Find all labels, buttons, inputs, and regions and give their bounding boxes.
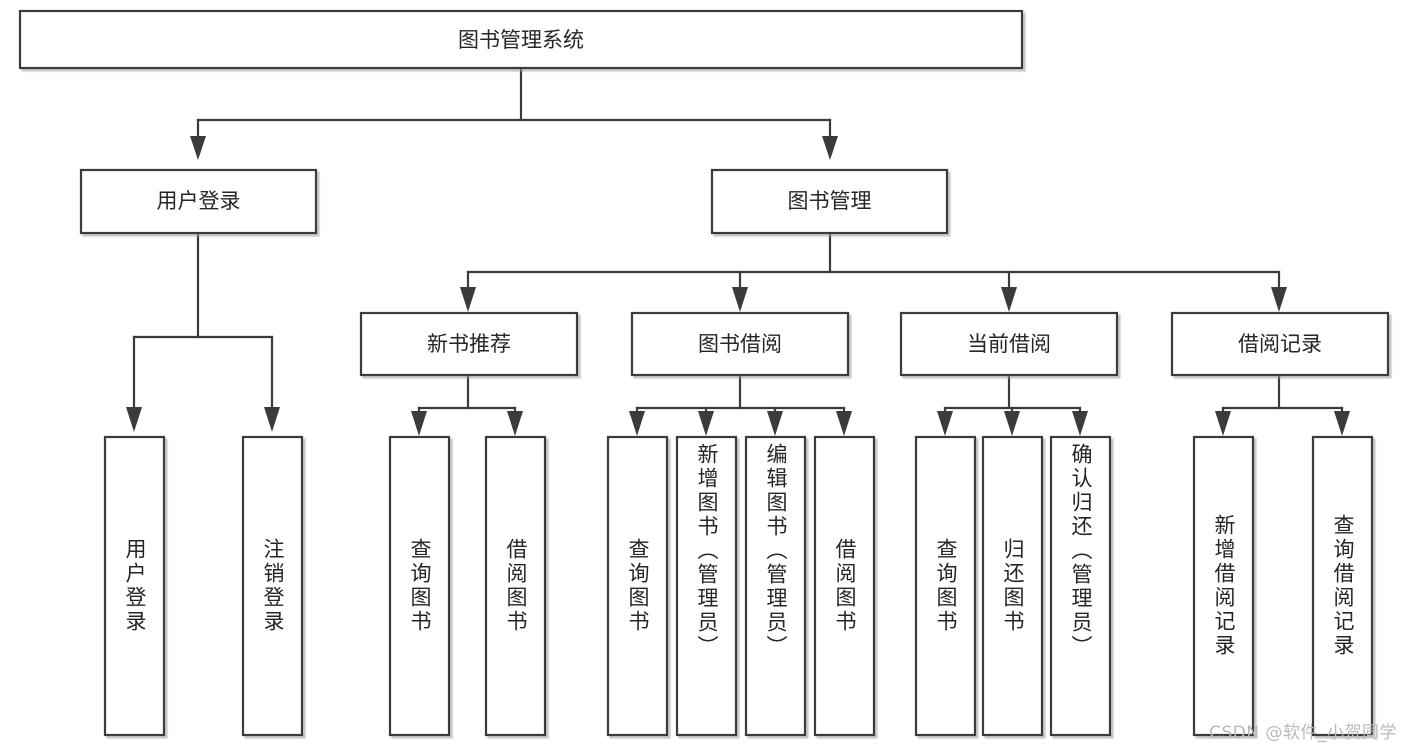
- leaf-borrow-book-2-label: 借阅图书: [833, 538, 857, 634]
- arrowhead-leaf-user-login: [126, 407, 142, 432]
- leaf-borrow-book-2-rect[interactable]: [813, 435, 876, 737]
- arrowhead-leaf-add-book-admin: [698, 411, 714, 436]
- leaf-user-login-rect[interactable]: [103, 435, 166, 737]
- leaf-add-borrow-record-label-wrap: 新增借阅记录: [1194, 437, 1253, 735]
- leaf-query-book-1-rect[interactable]: [388, 435, 451, 737]
- node-borrow-record-label: 借阅记录: [1238, 332, 1322, 356]
- arrowhead-leaf-return-book: [1004, 411, 1020, 436]
- arrowhead-leaf-edit-book-admin: [767, 411, 783, 436]
- node-user-login[interactable]: 用户登录: [79, 168, 318, 235]
- node-book-borrow-rect[interactable]: [630, 311, 850, 377]
- leaf-return-book-rect[interactable]: [981, 435, 1044, 737]
- leaf-confirm-return-admin-label: 确认归还（管理员）: [1069, 443, 1093, 659]
- node-book-manage-label: 图书管理: [788, 189, 872, 213]
- leaf-borrow-book-2-label-wrap: 借阅图书: [815, 437, 874, 735]
- leaf-query-borrow-record-label: 查询借阅记录: [1331, 514, 1355, 658]
- node-book-borrow[interactable]: 图书借阅: [630, 311, 850, 377]
- leaf-return-book-label: 归还图书: [1001, 538, 1025, 634]
- node-book-manage[interactable]: 图书管理: [710, 168, 949, 235]
- arrowhead-leaf-query-book-3: [937, 411, 953, 436]
- leaf-add-book-admin-label: 新增图书（管理员）: [695, 443, 719, 659]
- arrowhead-borrow-record: [1271, 287, 1287, 312]
- arrowhead-new-book-recommend: [460, 287, 476, 312]
- connector-layer: [126, 66, 1350, 436]
- arrowhead-book-manage: [822, 136, 838, 160]
- arrowhead-current-borrow: [1001, 287, 1017, 312]
- node-new-book-recommend[interactable]: 新书推荐: [359, 311, 579, 377]
- node-new-book-recommend-rect[interactable]: [359, 311, 579, 377]
- leaf-borrow-book-1-rect[interactable]: [484, 435, 547, 737]
- leaf-query-borrow-record-rect[interactable]: [1311, 435, 1374, 737]
- arrowhead-leaf-borrow-book-2: [836, 411, 852, 436]
- node-user-login-label: 用户登录: [157, 189, 241, 213]
- leaf-return-book-label-wrap: 归还图书: [983, 437, 1042, 735]
- leaf-query-book-3-rect[interactable]: [914, 435, 977, 737]
- node-root[interactable]: 图书管理系统: [18, 9, 1024, 70]
- leaf-query-book-3-label: 查询图书: [934, 538, 958, 634]
- leaf-edit-book-admin-label: 编辑图书（管理员）: [764, 443, 788, 659]
- leaf-query-book-3-label-wrap: 查询图书: [916, 437, 975, 735]
- node-current-borrow[interactable]: 当前借阅: [899, 311, 1119, 377]
- arrowhead-leaf-query-book-1: [411, 411, 427, 436]
- node-root-rect[interactable]: [18, 9, 1024, 70]
- arrowhead-leaf-query-borrow-record: [1334, 411, 1350, 436]
- leaf-add-borrow-record-label: 新增借阅记录: [1212, 514, 1236, 658]
- leaf-query-borrow-record-label-wrap: 查询借阅记录: [1313, 437, 1372, 735]
- leaf-user-login-label-wrap: 用户登录: [105, 437, 164, 735]
- node-book-borrow-label: 图书借阅: [698, 332, 782, 356]
- leaf-user-login-label: 用户登录: [123, 538, 147, 634]
- leaf-query-book-1-label: 查询图书: [408, 538, 432, 634]
- leaf-query-book-2-rect[interactable]: [606, 435, 669, 737]
- arrowhead-book-borrow: [732, 287, 748, 312]
- node-user-login-rect[interactable]: [79, 168, 318, 235]
- arrowhead-user-login: [190, 136, 206, 160]
- arrowhead-leaf-logout-login: [264, 407, 280, 432]
- node-root-label: 图书管理系统: [458, 28, 584, 52]
- leaf-borrow-book-1-label-wrap: 借阅图书: [486, 437, 545, 735]
- node-borrow-record[interactable]: 借阅记录: [1170, 311, 1390, 377]
- leaf-logout-login-label-wrap: 注销登录: [243, 437, 302, 735]
- node-current-borrow-label: 当前借阅: [967, 332, 1051, 356]
- leaf-confirm-return-admin-label-wrap: 确认归还（管理员）: [1051, 443, 1110, 735]
- leaf-query-book-2-label-wrap: 查询图书: [608, 437, 667, 735]
- node-book-manage-rect[interactable]: [710, 168, 949, 235]
- arrowhead-leaf-confirm-return-admin: [1072, 411, 1088, 436]
- node-borrow-record-rect[interactable]: [1170, 311, 1390, 377]
- arrowhead-leaf-borrow-book-1: [507, 411, 523, 436]
- leaf-edit-book-admin-rect[interactable]: [744, 435, 807, 737]
- node-new-book-recommend-label: 新书推荐: [427, 332, 511, 356]
- arrowhead-leaf-add-borrow-record: [1215, 411, 1231, 436]
- leaf-boxes-layer: [103, 435, 1374, 737]
- leaf-query-book-2-label: 查询图书: [626, 538, 650, 634]
- leaf-add-book-admin-label-wrap: 新增图书（管理员）: [677, 443, 736, 735]
- leaf-add-borrow-record-rect[interactable]: [1192, 435, 1255, 737]
- leaf-query-book-1-label-wrap: 查询图书: [390, 437, 449, 735]
- leaf-logout-login-label: 注销登录: [261, 538, 285, 634]
- leaf-add-book-admin-rect[interactable]: [675, 435, 738, 737]
- leaf-borrow-book-1-label: 借阅图书: [504, 538, 528, 634]
- leaf-confirm-return-admin-rect[interactable]: [1049, 435, 1112, 737]
- leaf-edit-book-admin-label-wrap: 编辑图书（管理员）: [746, 443, 805, 735]
- arrowhead-leaf-query-book-2: [629, 411, 645, 436]
- node-current-borrow-rect[interactable]: [899, 311, 1119, 377]
- leaf-logout-login-rect[interactable]: [241, 435, 304, 737]
